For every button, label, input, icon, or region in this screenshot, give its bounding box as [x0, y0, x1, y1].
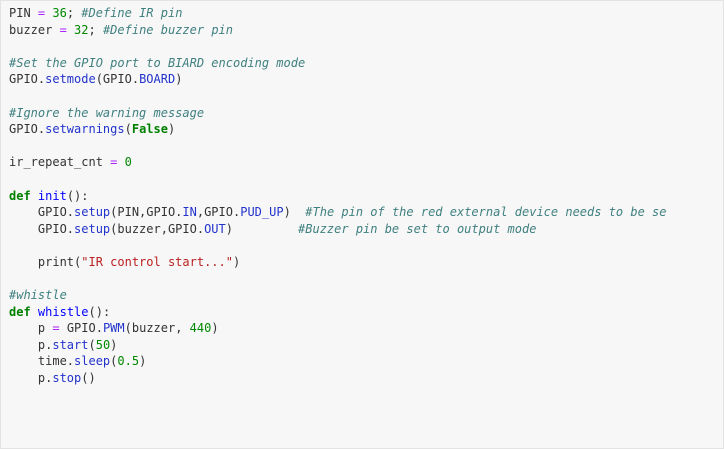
code-token: stop [52, 371, 82, 386]
code-line: #whistle [9, 287, 667, 304]
code-token: BOARD [139, 72, 176, 87]
code-line: #Ignore the warning message [9, 105, 667, 122]
code-token: (buzzer, [124, 321, 190, 336]
code-token: buzzer [9, 22, 60, 37]
code-token: ) [232, 254, 241, 269]
code-token: ,GPIO. [196, 205, 241, 220]
code-line: GPIO.setup(buzzer,GPIO.OUT) #Buzzer pin … [9, 221, 667, 238]
code-token: 0.5 [117, 354, 140, 369]
code-token: ( [88, 337, 96, 352]
code-token: p. [9, 337, 53, 352]
code-line: def init(): [9, 188, 667, 205]
code-token: start [52, 337, 89, 352]
code-token: ( [110, 354, 118, 369]
code-token: PWM [102, 321, 125, 336]
code-token: setup [74, 221, 111, 236]
code-token: = [110, 155, 118, 170]
code-token: = [52, 321, 60, 336]
code-line: PIN = 36; #Define IR pin [9, 5, 667, 22]
code-line: GPIO.setmode(GPIO.BOARD) [9, 71, 667, 88]
code-token: whistle [37, 304, 89, 319]
code-token: () [81, 371, 96, 386]
code-token: 32 [74, 22, 89, 37]
code-line: buzzer = 32; #Define buzzer pin [9, 22, 667, 39]
code-token: #whistle [9, 288, 67, 303]
code-line: ​ [9, 138, 667, 155]
code-token: (): [88, 304, 111, 319]
code-line: p.start(50) [9, 337, 667, 354]
code-token: GPIO. [9, 72, 46, 87]
code-token: (GPIO. [95, 72, 140, 87]
code-token: sleep [74, 354, 111, 369]
code-token [31, 189, 38, 203]
code-token: GPIO. [59, 321, 103, 336]
code-line: def whistle(): [9, 304, 667, 321]
code-token: ) [225, 221, 299, 236]
code-token: ) [167, 122, 176, 137]
code-token [117, 155, 124, 169]
code-token: #The pin of the red external device need… [305, 205, 667, 220]
code-token: GPIO. [9, 205, 75, 220]
code-token: ) [211, 321, 219, 336]
code-token: ) [139, 354, 147, 369]
code-token: print( [9, 254, 82, 269]
code-token: (buzzer,GPIO. [110, 221, 205, 236]
code-token: ; [66, 6, 82, 20]
code-token: setmode [45, 72, 96, 87]
code-token: PUD_UP [240, 205, 284, 220]
code-line: print("IR control start...") [9, 254, 667, 271]
code-token: setwarnings [45, 122, 125, 137]
code-token: #Define buzzer pin [102, 22, 233, 37]
code-token: IN [182, 205, 197, 220]
code-line: ​ [9, 237, 667, 254]
code-token: False [131, 122, 168, 137]
code-token: def [9, 188, 31, 203]
code-token: = [59, 22, 67, 37]
code-token: #Ignore the warning message [9, 105, 205, 120]
code-token: ) [175, 72, 183, 87]
code-token: GPIO. [9, 122, 46, 137]
code-token: init [37, 188, 67, 203]
code-token: #Buzzer pin be set to output mode [298, 221, 537, 236]
code-token: def [9, 304, 31, 319]
code-line: time.sleep(0.5) [9, 353, 667, 370]
code-line: p.stop() [9, 370, 667, 387]
code-token: ) [283, 205, 306, 220]
code-token: ; [88, 22, 103, 37]
code-line: GPIO.setup(PIN,GPIO.IN,GPIO.PUD_UP) #The… [9, 204, 667, 221]
code-token: 36 [52, 6, 67, 20]
code-token: 440 [189, 321, 212, 336]
code-token: setup [74, 205, 111, 220]
code-token: ( [124, 122, 132, 137]
code-token: = [37, 6, 46, 20]
code-token: "IR control start..." [81, 254, 233, 269]
code-token [67, 23, 74, 37]
code-token: GPIO. [9, 221, 75, 236]
code-line: GPIO.setwarnings(False) [9, 121, 667, 138]
code-token: #Define IR pin [81, 6, 183, 20]
code-token: p [9, 321, 53, 336]
code-line: ​ [9, 38, 667, 55]
code-line: p = GPIO.PWM(buzzer, 440) [9, 320, 667, 337]
code-token: (PIN,GPIO. [110, 205, 183, 220]
code-token: 50 [95, 337, 111, 352]
code-token: ir_repeat_cnt [9, 155, 111, 170]
code-token: OUT [204, 221, 226, 236]
code-token: (): [66, 188, 89, 203]
code-token [31, 305, 38, 319]
code-line: ​ [9, 171, 667, 188]
code-token: 0 [124, 155, 132, 170]
code-token: PIN [9, 6, 38, 20]
code-line: ir_repeat_cnt = 0 [9, 154, 667, 171]
code-token: p. [9, 371, 53, 386]
code-line: #Set the GPIO port to BIARD encoding mod… [9, 55, 667, 72]
code-token: #Set the GPIO port to BIARD encoding mod… [9, 55, 306, 70]
code-line: ​ [9, 88, 667, 105]
code-token: time. [9, 354, 75, 369]
code-token: ) [110, 337, 118, 352]
code-line: ​ [9, 271, 667, 288]
